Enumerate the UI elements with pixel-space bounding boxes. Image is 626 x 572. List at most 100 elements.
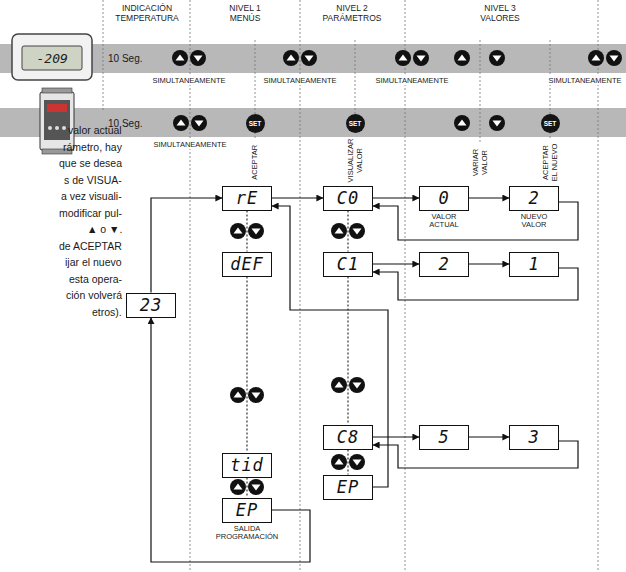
set-button: SET — [246, 114, 265, 133]
display-value: rE — [222, 186, 272, 211]
display-box: tid — [222, 453, 272, 478]
instruction-text: etros). — [92, 306, 122, 319]
column-guide — [103, 0, 104, 110]
flow-arrow — [469, 436, 509, 437]
column-guide — [190, 0, 191, 572]
display-box: rE — [222, 186, 272, 211]
display-box: dEF — [222, 252, 272, 277]
flow-arrow — [373, 436, 419, 437]
simultaneous-note: SIMULTANEAMENTE — [262, 76, 339, 85]
up-down-buttons — [331, 454, 365, 470]
timer-note: 10 Seg. — [108, 53, 142, 64]
instruction-text: a vez visuali- — [61, 190, 122, 203]
display-box: 23 — [126, 293, 176, 318]
display-value: EP — [222, 498, 272, 523]
flow-arrow — [151, 318, 310, 563]
step-label: ACEPTAR — [251, 140, 260, 184]
flow-arrow — [469, 263, 509, 264]
flow-arrow — [373, 197, 419, 198]
up-down-buttons — [588, 50, 622, 66]
simultaneous-note: SIMULTANEAMENTE — [151, 76, 228, 85]
up-down-buttons — [230, 479, 264, 495]
down-button — [489, 115, 505, 131]
step-guide — [480, 40, 481, 142]
display-box: C0 — [323, 186, 373, 211]
step-label: VARIAR VALOR — [472, 142, 489, 182]
key-band — [0, 44, 626, 73]
display-value: 5 — [419, 425, 469, 450]
thermostat-housing — [12, 34, 92, 80]
column-header: INDICACIÓN TEMPERATURA — [104, 3, 190, 23]
display-box: 2NUEVO VALOR — [509, 186, 559, 230]
instruction-text: rámetro, hay — [63, 141, 122, 154]
flow-arrow — [272, 197, 323, 198]
up-down-buttons — [395, 50, 429, 66]
din-terminals — [42, 88, 72, 93]
instruction-text: modificar pul- — [59, 207, 122, 220]
din-key — [48, 126, 52, 130]
menu-scroll-line — [347, 277, 348, 425]
instruction-text: de ACEPTAR — [59, 240, 122, 253]
display-caption: VALOR ACTUAL — [421, 213, 467, 230]
display-box: C1 — [323, 252, 373, 277]
step-label: ACEPTAR EL NUEVO — [542, 140, 559, 184]
display-box: 1 — [509, 252, 559, 277]
up-down-buttons — [173, 115, 207, 131]
display-value: C1 — [323, 252, 373, 277]
panel-thermostat-icon — [12, 34, 92, 80]
down-button — [489, 50, 505, 66]
display-value: 2 — [419, 252, 469, 277]
display-value: C8 — [323, 425, 373, 450]
instruction-text: esta opera- — [69, 273, 122, 286]
set-button: SET — [541, 114, 560, 133]
simultaneous-note: SIMULTANEAMENTE — [152, 140, 229, 149]
instruction-text: ijar el nuevo — [65, 256, 122, 269]
menu-scroll-line — [347, 211, 348, 252]
display-box: 2 — [419, 252, 469, 277]
column-header: NIVEL 1 MENÚS — [218, 3, 272, 23]
flow-arrow — [272, 206, 388, 487]
up-button — [454, 115, 470, 131]
instruction-text: s de VISUA- — [64, 174, 122, 187]
instruction-text: que se desea — [59, 157, 122, 170]
column-guide — [598, 0, 599, 572]
display-caption: SALIDA PROGRAMACIÓN — [207, 525, 287, 542]
step-label: VISUALIZAR VALOR — [347, 131, 364, 189]
up-down-buttons — [230, 387, 264, 403]
din-key — [62, 126, 66, 130]
instruction-text: ▲ o ▼. — [87, 223, 122, 236]
display-box: 5 — [419, 425, 469, 450]
thermostat-screen — [22, 46, 82, 70]
simultaneous-note: SIMULTANEAMENTE — [547, 76, 624, 85]
column-header: NIVEL 3 VALORES — [473, 3, 527, 23]
menu-scroll-line — [246, 478, 247, 498]
display-box: C8 — [323, 425, 373, 450]
din-face — [44, 100, 70, 140]
flow-arrow — [151, 198, 222, 293]
display-value: 23 — [126, 293, 176, 318]
display-box: EP SALIDA PROGRAMACIÓN — [207, 498, 287, 542]
up-button — [454, 50, 470, 66]
menu-scroll-line — [347, 450, 348, 475]
display-value: C0 — [323, 186, 373, 211]
instruction-text: valor actual — [68, 124, 122, 137]
display-caption: NUEVO VALOR — [511, 213, 557, 230]
display-value: tid — [222, 453, 272, 478]
display-box: 3 — [509, 425, 559, 450]
display-value: 1 — [509, 252, 559, 277]
up-down-buttons — [331, 377, 365, 393]
instruction-text: ción volverá — [66, 289, 122, 302]
column-guides — [103, 0, 598, 572]
column-guide — [405, 0, 406, 572]
display-box: EP — [323, 475, 373, 500]
menu-scroll-line — [246, 211, 247, 252]
column-header: NIVEL 2 PARÁMETROS — [319, 3, 385, 23]
lcd-reading: -209 — [37, 51, 68, 66]
menu-scroll-line — [246, 277, 247, 453]
up-down-buttons — [230, 223, 264, 239]
display-value: 3 — [509, 425, 559, 450]
flow-arrow — [469, 197, 509, 198]
